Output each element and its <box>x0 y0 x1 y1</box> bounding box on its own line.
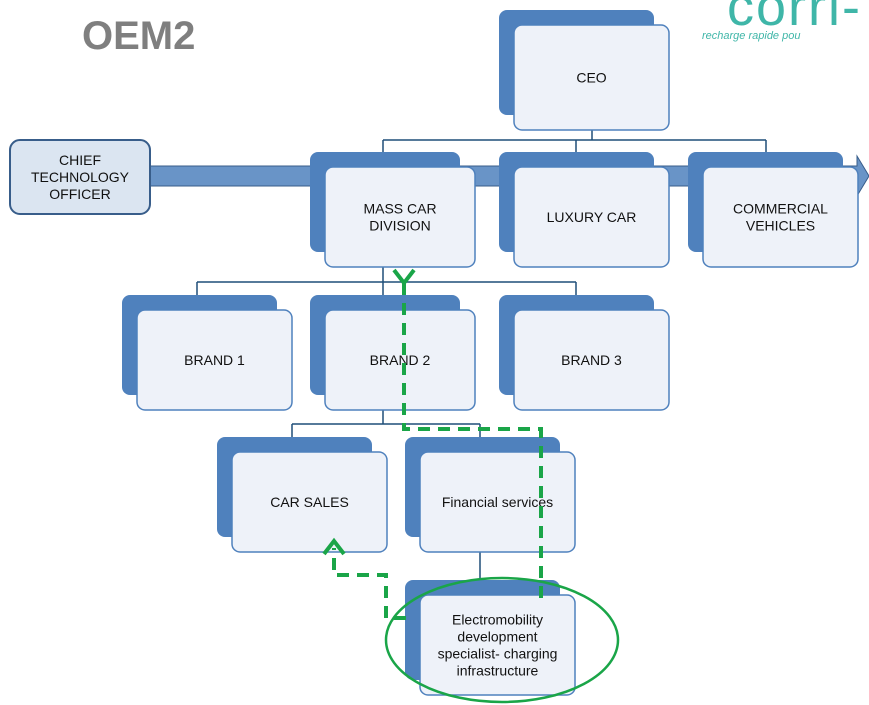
node-label: TECHNOLOGY <box>31 169 130 185</box>
node-box <box>419 451 576 553</box>
flow-to-mass-car-division <box>402 282 543 598</box>
node-label: Financial services <box>442 494 553 510</box>
node-box <box>136 309 293 411</box>
node-label: MASS CAR <box>363 201 436 217</box>
logo-wordmark: corri- <box>727 0 862 37</box>
node-box <box>702 166 859 268</box>
node-box <box>324 166 476 268</box>
node-label: Electromobility <box>452 612 543 628</box>
node-label: BRAND 3 <box>561 352 622 368</box>
node-label: CHIEF <box>59 152 101 168</box>
node-ceo: CEO <box>499 10 670 131</box>
node-luxury-car: LUXURY CAR <box>499 152 670 268</box>
page-title: OEM2 <box>82 14 196 58</box>
node-label: CAR SALES <box>270 494 349 510</box>
dashed-flows <box>322 268 543 620</box>
node-car-sales: CAR SALES <box>217 437 388 553</box>
node-label: LUXURY CAR <box>547 209 637 225</box>
node-label: COMMERCIAL <box>733 201 828 217</box>
node-label: VEHICLES <box>746 218 815 234</box>
node-label: DIVISION <box>369 218 430 234</box>
node-label: specialist- charging <box>438 646 558 662</box>
node-brand-1: BRAND 1 <box>122 295 293 411</box>
arrowhead-up-icon <box>322 537 346 556</box>
node-brand-2: BRAND 2 <box>310 295 476 411</box>
node-brand-3: BRAND 3 <box>499 295 670 411</box>
node-box <box>513 24 670 131</box>
flow-to-car-sales <box>332 548 406 620</box>
node-financial-services: Financial services <box>405 437 576 553</box>
highlight-ellipse <box>384 576 620 704</box>
connector-lines <box>196 130 767 580</box>
logo-tagline: recharge rapide pou <box>702 30 801 42</box>
node-label: development <box>457 629 537 645</box>
node-label: infrastructure <box>457 663 539 679</box>
node-label: CEO <box>576 70 606 86</box>
node-label: BRAND 1 <box>184 352 245 368</box>
node-label: BRAND 2 <box>370 352 431 368</box>
node-box <box>513 166 670 268</box>
node-box <box>513 309 670 411</box>
node-label: OFFICER <box>49 186 110 202</box>
node-box <box>419 594 576 696</box>
node-box <box>324 309 476 411</box>
node-box <box>231 451 388 553</box>
arrowhead-up-icon <box>392 268 416 287</box>
node-box <box>9 139 151 215</box>
